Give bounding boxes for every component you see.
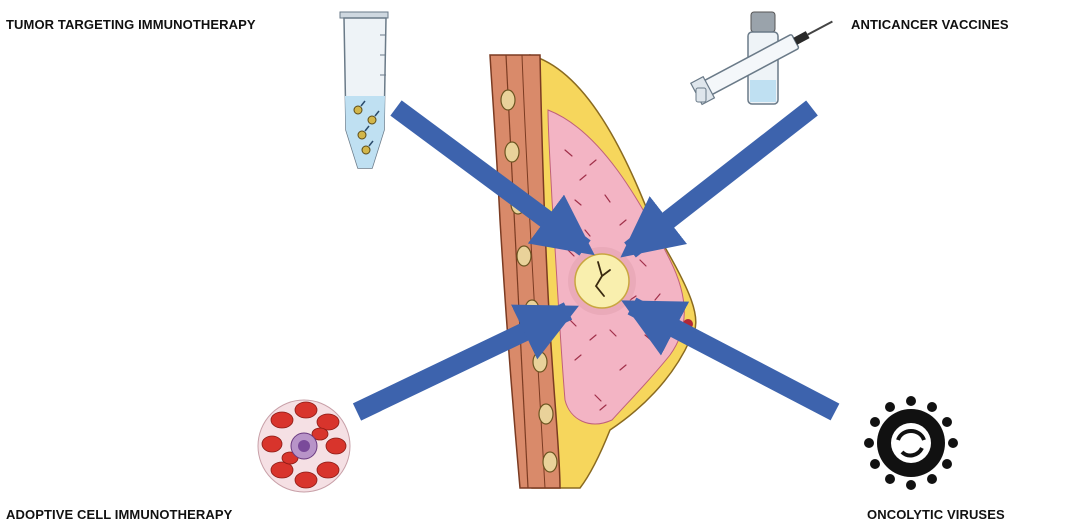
label-anticancer-vaccines: ANTICANCER VACCINES	[851, 17, 1009, 32]
blood-cells-icon	[258, 400, 350, 492]
syringe-vial-icon	[691, 11, 838, 104]
arrow-anticancer-vaccines	[630, 108, 812, 250]
label-oncolytic-viruses: ONCOLYTIC VIRUSES	[867, 507, 1005, 522]
virus-icon	[864, 396, 958, 490]
breast-cross-section	[490, 55, 696, 488]
label-adoptive-cell-immunotherapy: ADOPTIVE CELL IMMUNOTHERAPY	[6, 507, 232, 522]
test-tube-icon	[340, 12, 388, 168]
label-tumor-targeting-immunotherapy: TUMOR TARGETING IMMUNOTHERAPY	[6, 17, 256, 32]
